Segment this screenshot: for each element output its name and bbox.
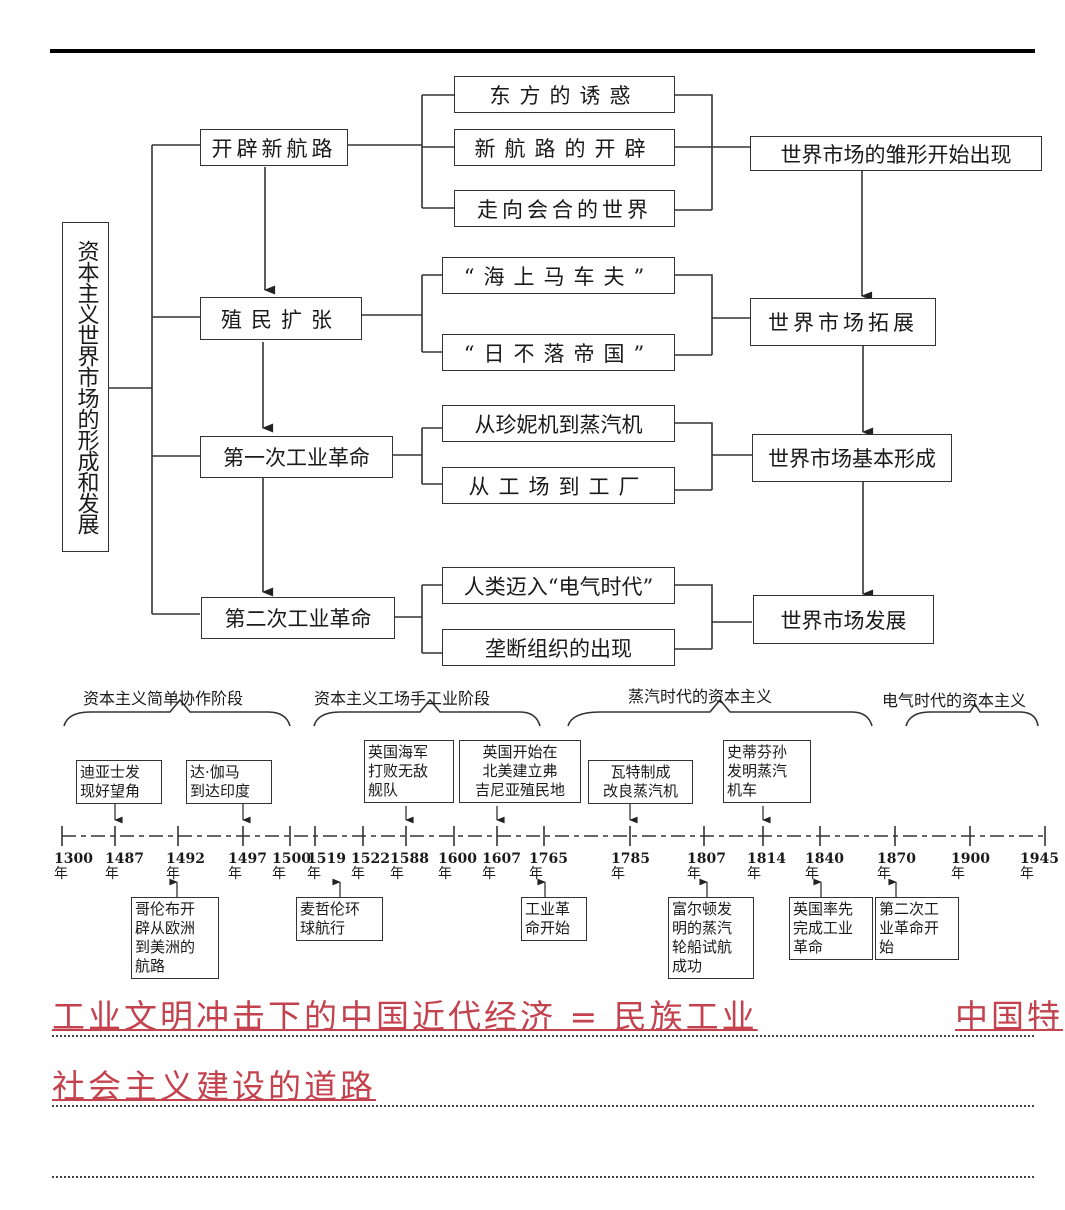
sub-box: 从珍妮机到蒸汽机 — [442, 405, 675, 442]
sub-box: 走向会合的世界 — [454, 190, 675, 227]
handwritten-note: 工业文明冲击下的中国近代经济 = 民族工业 — [52, 997, 758, 1036]
sub-box: 人类迈入“电气时代” — [442, 567, 675, 604]
dotted-rule — [52, 1105, 1034, 1107]
sub-box: 从工场到工厂 — [442, 467, 675, 504]
event-box: 英国率先 完成工业 革命 — [789, 897, 873, 960]
event-box: 哥伦布开 辟从欧洲 到美洲的 航路 — [131, 897, 219, 979]
event-box: 史蒂芬孙 发明蒸汽 机车 — [723, 740, 811, 803]
stage-box: 第一次工业革命 — [200, 436, 393, 478]
sub-box: “日不落帝国” — [442, 334, 675, 371]
event-box: 富尔顿发 明的蒸汽 轮船试航 成功 — [668, 897, 754, 979]
result-box: 世界市场的雏形开始出现 — [750, 136, 1042, 171]
result-box: 世界市场拓展 — [750, 298, 936, 346]
event-box: 第二次工 业革命开 始 — [875, 897, 959, 960]
event-box: 达·伽马 到达印度 — [186, 760, 272, 804]
root-topic: 资本主义世界市场的形成和发展 — [62, 222, 109, 552]
event-box: 瓦特制成 改良蒸汽机 — [588, 760, 693, 804]
top-rule — [50, 49, 1035, 53]
dotted-rule — [52, 1035, 1034, 1037]
phase-label: 资本主义工场手工业阶段 — [314, 689, 491, 708]
stage-box: 开辟新航路 — [200, 129, 348, 166]
event-box: 麦哲伦环 球航行 — [296, 897, 383, 941]
sub-box: 垄断组织的出现 — [442, 629, 675, 666]
phase-label: 资本主义简单协作阶段 — [83, 689, 244, 708]
sub-box: “海上马车夫” — [442, 257, 675, 294]
result-box: 世界市场发展 — [753, 595, 934, 644]
phase-label: 电气时代的资本主义 — [882, 691, 1027, 710]
event-box: 工业革 命开始 — [521, 897, 587, 941]
dotted-rule — [52, 1176, 1034, 1178]
sub-box: 新航路的开辟 — [454, 129, 675, 166]
event-box: 英国海军 打败无敌 舰队 — [364, 740, 454, 803]
handwritten-note: 中国特 — [955, 997, 1063, 1036]
phase-label: 蒸汽时代的资本主义 — [628, 687, 773, 706]
result-box: 世界市场基本形成 — [752, 434, 952, 482]
handwritten-note: 社会主义建设的道路 — [52, 1067, 376, 1106]
stage-box: 第二次工业革命 — [201, 597, 395, 639]
event-box: 迪亚士发 现好望角 — [76, 760, 162, 804]
event-box: 英国开始在 北美建立弗 吉尼亚殖民地 — [459, 740, 581, 803]
sub-box: 东方的诱惑 — [454, 76, 675, 113]
stage-box: 殖民扩张 — [200, 297, 362, 340]
